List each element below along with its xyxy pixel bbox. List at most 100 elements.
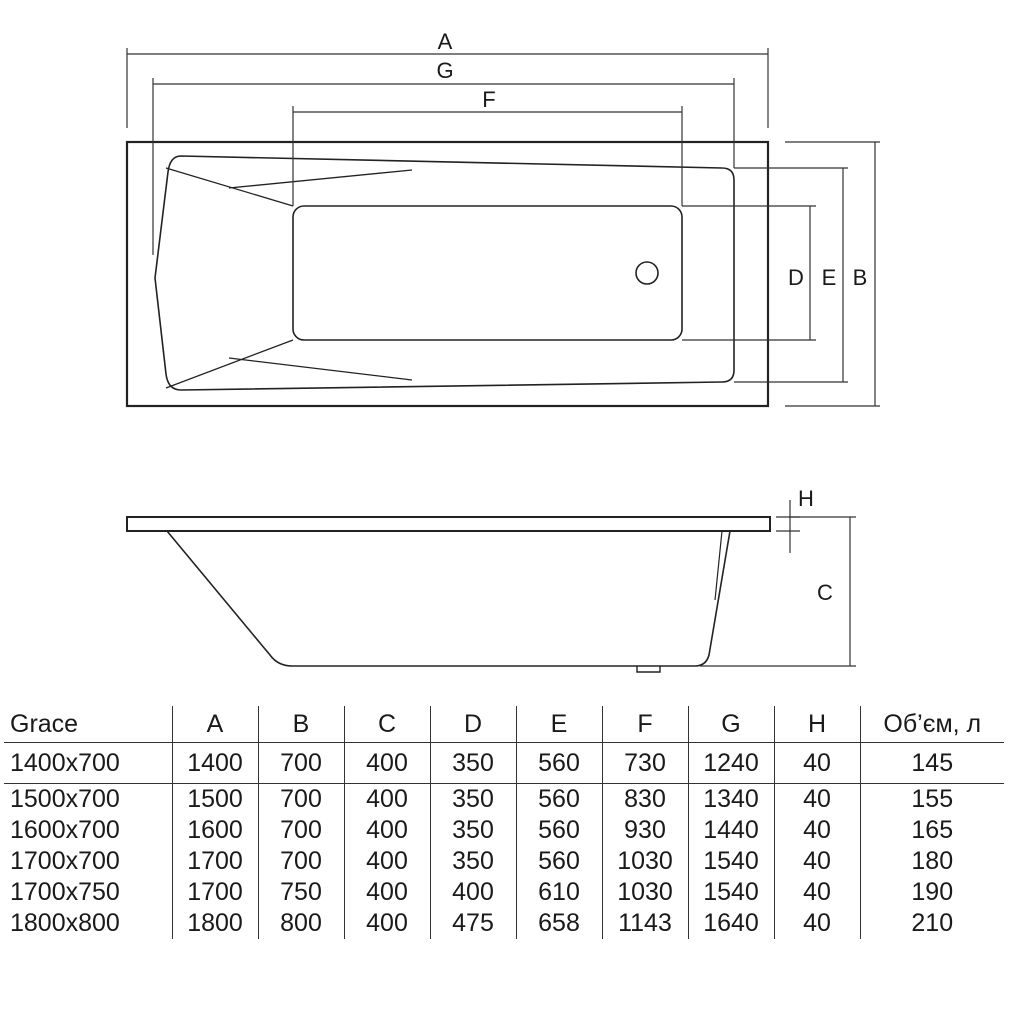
table-cell: 1600 [171,815,258,846]
column-header: Об’єм, л [859,706,1004,743]
table-cell: 1240 [687,742,774,784]
table-cell: 1700 [171,877,258,908]
dim-label-h: H [798,486,814,511]
table-cell: 180 [859,846,1004,877]
dimension-lines-side [700,500,856,667]
table-cell: 145 [859,742,1004,784]
table-cell: 210 [859,908,1004,939]
dim-label-d: D [788,265,804,290]
table-cell: 830 [601,783,688,815]
table-cell: 700 [257,815,344,846]
drain-outlet [636,666,661,673]
table-cell: 350 [429,742,516,784]
table-cell: 350 [429,783,516,815]
table-cell: 658 [515,908,602,939]
model-size-cell: 1700x750 [10,878,120,906]
table-cell: 40 [773,908,860,939]
table-cell: 1540 [687,846,774,877]
tub-outer-rim [125,140,770,408]
tub-bottom-panel [292,205,683,341]
column-header: D [429,706,516,743]
table-cell: 1800 [171,908,258,939]
dim-label-a: A [438,29,453,54]
table-cell: 165 [859,815,1004,846]
dim-label-g: G [436,58,453,83]
table-cell: 700 [257,742,344,784]
table-cell: 560 [515,783,602,815]
table-cell: 400 [343,815,430,846]
table-cell: 560 [515,742,602,784]
column-header: H [773,706,860,743]
table-cell: 1500 [171,783,258,815]
table-cell: 1143 [601,908,688,939]
model-size-cell: 1700x700 [10,847,120,875]
table-cell: 700 [257,783,344,815]
table-cell: 1030 [601,877,688,908]
table-cell: 930 [601,815,688,846]
table-cell: 1700 [171,846,258,877]
table-cell: 610 [515,877,602,908]
table-cell: 400 [343,783,430,815]
tub-side-inner-line [714,530,723,601]
table-cell: 400 [343,846,430,877]
table-cell: 1030 [601,846,688,877]
table-cell: 40 [773,877,860,908]
table-cell: 350 [429,846,516,877]
table-cell: 560 [515,815,602,846]
table-cell: 730 [601,742,688,784]
column-header: Grace [4,706,172,743]
column-header: B [257,706,344,743]
bathtub-side-view [126,516,771,673]
drain-hole [635,261,659,285]
table-cell: 350 [429,815,516,846]
table-cell: 1400 [171,742,258,784]
table-cell: 1340 [687,783,774,815]
table-cell: 40 [773,742,860,784]
table-cell: 40 [773,815,860,846]
dim-label-b: B [853,265,868,290]
table-cell: 400 [343,742,430,784]
table-cell: 800 [257,908,344,939]
table-cell: 750 [257,877,344,908]
table-cell: 560 [515,846,602,877]
model-size-cell: 1800x800 [10,909,120,937]
column-header: C [343,706,430,743]
table-cell: 40 [773,783,860,815]
column-header: E [515,706,602,743]
tub-side-body [166,530,731,667]
table-cell: 40 [773,846,860,877]
dim-label-f: F [482,87,495,112]
bathtub-top-view [125,140,770,408]
bathtub-technical-drawing: A G F D E B H C [125,29,880,673]
headrest-slope-lines [165,167,413,389]
table-cell: 475 [429,908,516,939]
table-cell: 400 [343,908,430,939]
model-size-cell: 1500x700 [10,785,120,813]
table-cell: 1540 [687,877,774,908]
column-header: F [601,706,688,743]
table-cell: 400 [429,877,516,908]
table-cell: 155 [859,783,1004,815]
tub-side-rim [126,516,771,532]
table-cell: 700 [257,846,344,877]
table-cell: 1440 [687,815,774,846]
column-header: G [687,706,774,743]
table-cell: 400 [343,877,430,908]
dim-label-e: E [822,265,837,290]
dim-label-c: C [817,580,833,605]
dimension-lines-top [126,48,880,407]
tub-inner-contour [154,155,735,391]
model-size-cell: 1600x700 [10,816,120,844]
table-cell: 1640 [687,908,774,939]
model-size-cell: 1400x700 [4,742,172,784]
